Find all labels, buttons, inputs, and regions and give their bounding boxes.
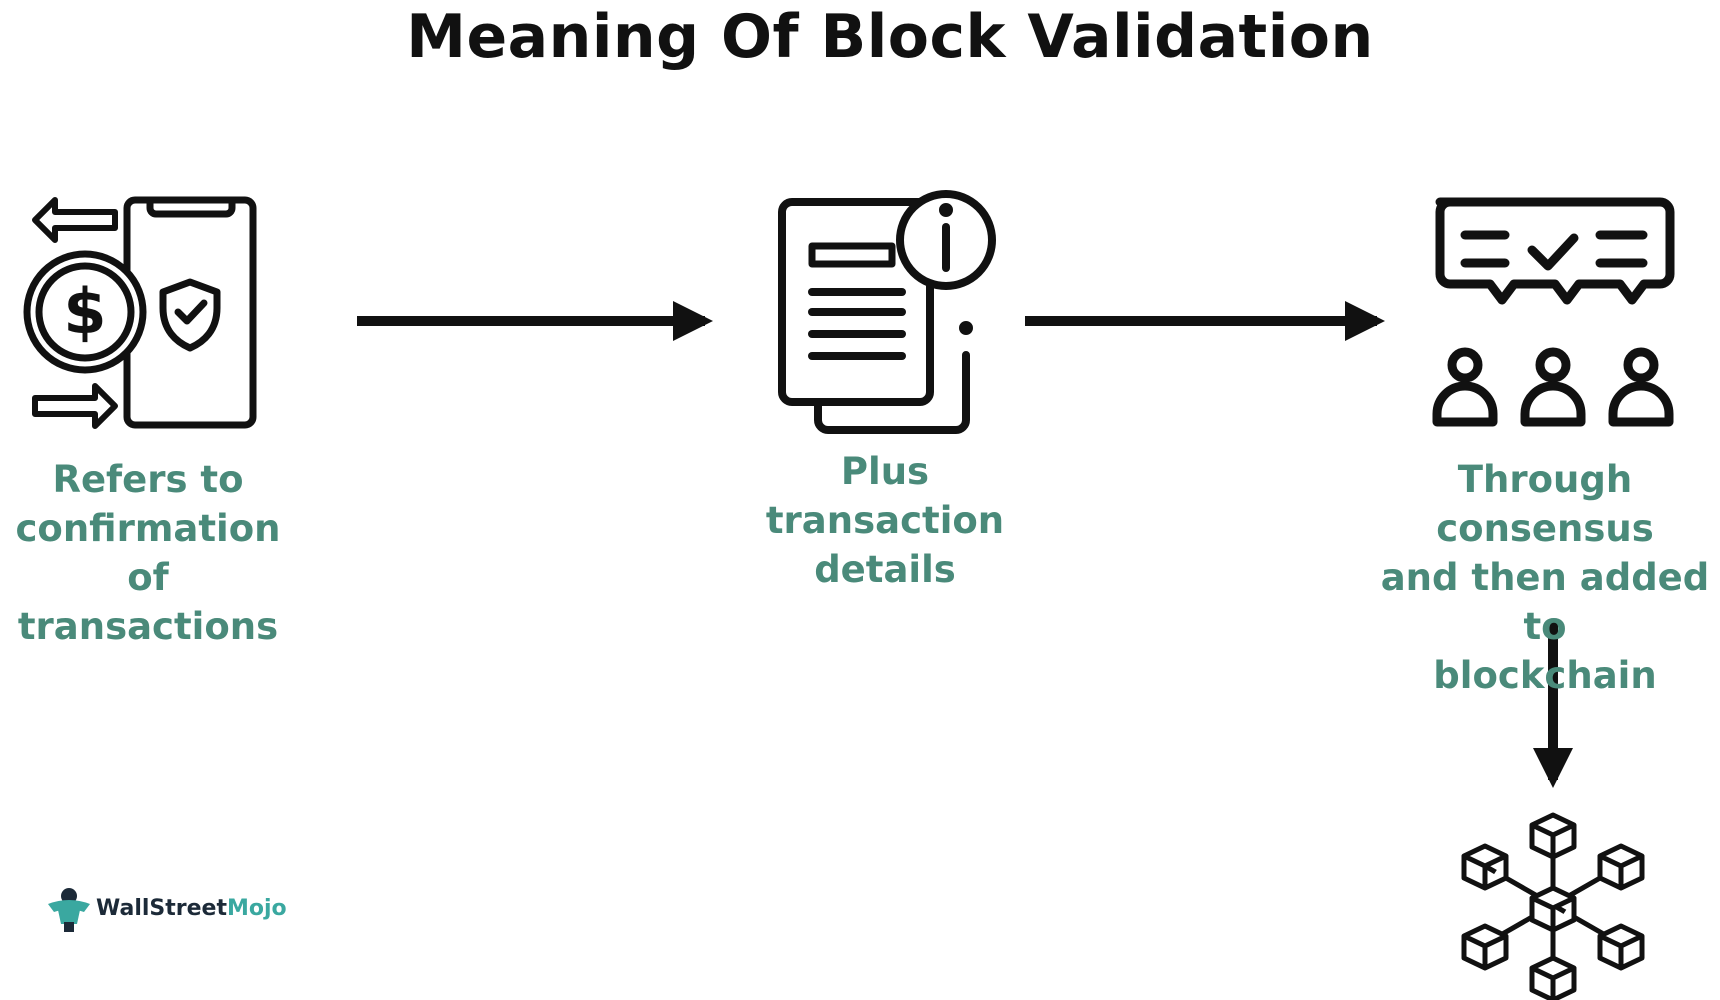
wallstreetmojo-logo: WallStreetMojo <box>46 884 287 932</box>
logo-text: WallStreetMojo <box>96 895 287 921</box>
diagram-title: Meaning Of Block Validation <box>406 2 1374 72</box>
step-label-details: Plus transaction details <box>765 450 1005 591</box>
logo-mascot-icon <box>48 888 90 932</box>
document-info-icon <box>778 190 996 434</box>
blockchain-network-icon <box>1461 812 1645 1000</box>
step-label-confirmation: Refers to confirmation of transactions <box>15 458 281 648</box>
svg-text:$: $ <box>63 275 106 348</box>
mobile-payment-shield-icon: $ <box>23 196 257 429</box>
consensus-group-icon <box>1432 197 1675 427</box>
step-label-consensus: Through consensus and then added to bloc… <box>1380 458 1710 697</box>
